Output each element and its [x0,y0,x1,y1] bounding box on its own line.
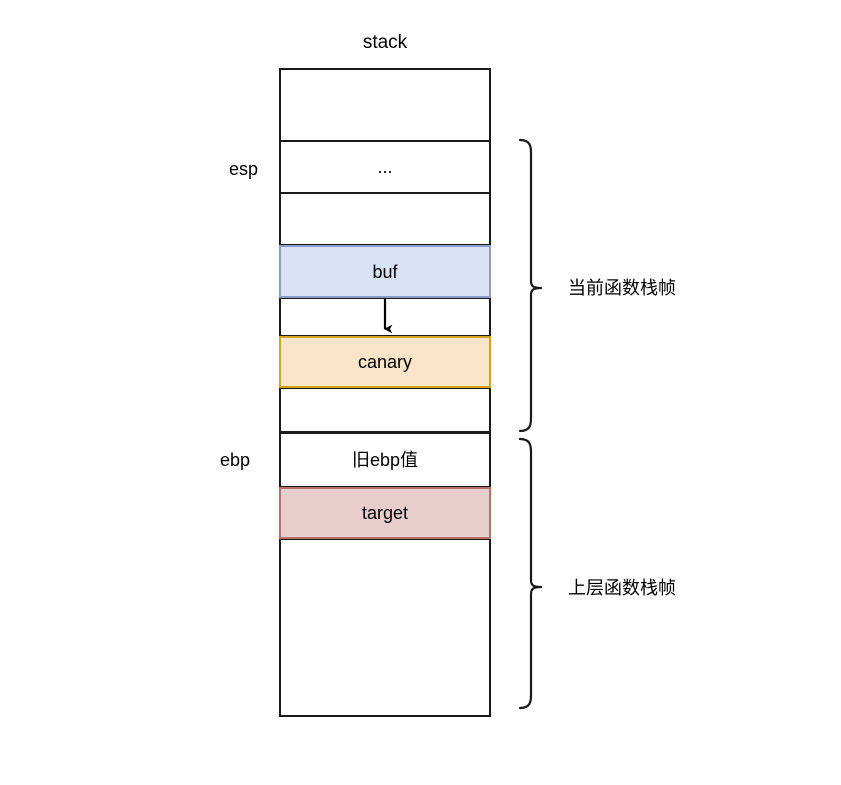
stack-slot-ellipsis[interactable]: ... [279,140,491,194]
stack-slot-buf-label: buf [372,261,398,282]
brace-current-frame [518,138,543,433]
stack-slot-empty-bottom[interactable] [279,538,491,717]
stack-slot-canary[interactable]: canary [279,336,491,388]
register-label-esp: esp [228,159,258,179]
stack-slot-buf[interactable]: buf [279,245,491,298]
stack-title: stack [362,32,408,53]
brace-label-caller-frame: 上层函数栈帧 [568,578,676,598]
register-label-ebp: ebp [219,450,250,470]
stack-slot-target[interactable]: target [279,487,491,539]
brace-caller-frame [518,437,543,710]
brace-label-current-frame: 当前函数栈帧 [568,278,676,298]
stack-slot-empty-3[interactable] [279,387,491,433]
stack-slot-canary-label: canary [357,352,413,372]
stack-slot-target-label: target [361,503,409,523]
